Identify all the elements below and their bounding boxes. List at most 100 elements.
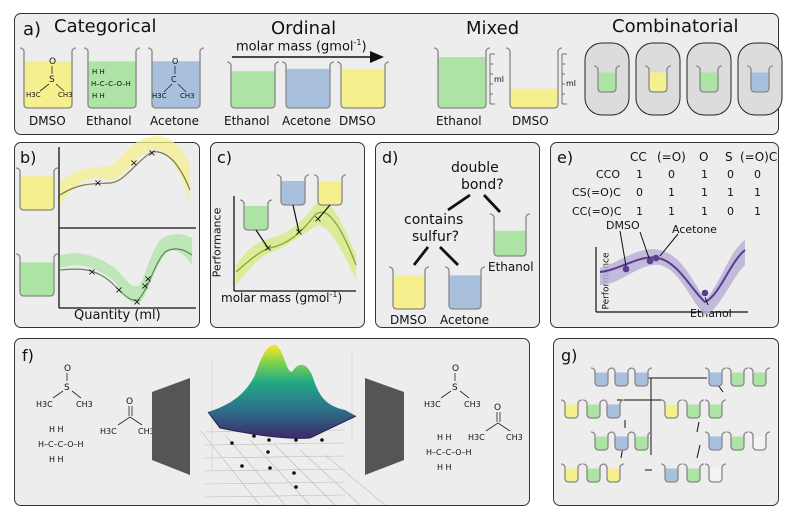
gp-band-c bbox=[236, 200, 356, 285]
fp-cell: 1 bbox=[754, 186, 761, 199]
atom: CH3 bbox=[138, 427, 155, 436]
ordinal-title: Ordinal bbox=[271, 18, 337, 39]
beaker-glass bbox=[630, 431, 653, 451]
connector bbox=[317, 204, 331, 220]
fp-cell: 0 bbox=[754, 168, 761, 181]
callout bbox=[639, 231, 650, 259]
beaker-glass bbox=[644, 65, 672, 93]
panel-c-xlabel: molar mass (gmol-1) bbox=[221, 290, 343, 305]
beaker-liquid bbox=[615, 436, 628, 450]
observation-marker: × bbox=[115, 285, 123, 296]
panel-e bbox=[550, 142, 779, 328]
beaker-liquid bbox=[598, 72, 616, 92]
graph-node-beaker bbox=[590, 367, 613, 387]
beaker-liquid bbox=[510, 88, 558, 108]
beaker-liquid bbox=[88, 61, 136, 108]
beaker-liquid bbox=[318, 181, 342, 205]
atom: S bbox=[64, 383, 70, 393]
observation-marker: × bbox=[314, 214, 322, 225]
beaker-glass bbox=[704, 431, 727, 451]
cat-beaker-label-1: DMSO bbox=[29, 114, 66, 128]
graph-edge bbox=[696, 421, 700, 433]
beaker-liquid bbox=[700, 72, 718, 92]
gp-band-e bbox=[600, 240, 745, 315]
panel-f-label: f) bbox=[22, 346, 34, 365]
grid-line bbox=[324, 454, 386, 506]
dmso-sulfur: S bbox=[49, 75, 55, 85]
observation-point bbox=[646, 257, 654, 265]
atom: O bbox=[452, 364, 459, 374]
graph-node-beaker bbox=[726, 431, 749, 451]
tree-edge bbox=[412, 246, 430, 266]
encoder-block bbox=[152, 378, 190, 475]
beaker-glass bbox=[748, 431, 771, 451]
graph-node-beaker bbox=[610, 431, 633, 451]
atom: H3C bbox=[424, 400, 441, 409]
beaker-glass bbox=[560, 463, 583, 483]
grid-line bbox=[204, 442, 346, 446]
beaker-glass bbox=[695, 65, 723, 93]
graph-node-beaker bbox=[590, 431, 613, 451]
graph-node-beaker bbox=[560, 463, 583, 483]
graph-node-beaker bbox=[630, 367, 653, 387]
bond bbox=[163, 83, 173, 93]
panel-b-xlabel: Quantity (ml) bbox=[74, 308, 161, 323]
cat-beaker-label-3: Acetone bbox=[150, 114, 200, 128]
beaker-glass bbox=[582, 463, 605, 483]
observation-marker: × bbox=[130, 158, 138, 169]
mixed-unit-1: ml bbox=[494, 75, 505, 84]
beaker-liquid bbox=[615, 372, 628, 386]
fp-cell: 1 bbox=[701, 168, 708, 181]
panel-e-point-ethanol: Ethanol bbox=[690, 307, 732, 320]
beaker-liquid bbox=[607, 404, 620, 418]
beaker-liquid bbox=[753, 372, 766, 386]
beaker-ethanol-mixed bbox=[433, 47, 495, 109]
observation-point bbox=[622, 265, 630, 273]
acetone-carbon: C bbox=[171, 75, 177, 84]
beaker-glass bbox=[226, 61, 280, 109]
atom: H3C bbox=[100, 427, 117, 436]
fp-cell: 1 bbox=[701, 205, 708, 218]
fp-row-name-1: CCO bbox=[596, 168, 621, 181]
atom: S bbox=[452, 383, 458, 393]
latent-surface bbox=[208, 344, 356, 439]
fp-row-name-2: CS(=O)C bbox=[572, 186, 621, 199]
observation-marker: × bbox=[94, 178, 102, 189]
latent-point bbox=[292, 471, 296, 475]
beaker-b-top bbox=[15, 167, 59, 211]
bond bbox=[485, 422, 499, 432]
grid-line bbox=[204, 455, 346, 459]
acetone-methyl-2: CH3 bbox=[180, 92, 195, 100]
beaker-liquid bbox=[709, 436, 722, 450]
atom: H–C–C–O–H bbox=[38, 440, 84, 449]
ordinal-arrow-head bbox=[370, 51, 384, 63]
beaker-ethanol-ordinal bbox=[226, 61, 280, 109]
connector bbox=[255, 229, 269, 249]
latent-grid bbox=[199, 429, 386, 506]
latent-point bbox=[266, 450, 270, 454]
grid-line bbox=[204, 468, 346, 472]
atom: H–C–C–O–H bbox=[426, 448, 472, 457]
cat-beaker-label-2: Ethanol bbox=[86, 114, 132, 128]
beaker-liquid bbox=[244, 206, 268, 230]
f-left-ethanol-molecule: H HH–C–C–O–HH H bbox=[38, 425, 84, 464]
observation-marker: × bbox=[264, 243, 272, 254]
gp-band-green bbox=[60, 234, 192, 304]
atom: H H bbox=[437, 433, 452, 442]
bond bbox=[459, 390, 470, 399]
atom: CH3 bbox=[464, 400, 481, 409]
beaker-glass bbox=[660, 463, 683, 483]
beaker-liquid bbox=[494, 230, 526, 256]
graph-node-beaker bbox=[726, 367, 749, 387]
graph-node-beaker bbox=[660, 463, 683, 483]
atom: CH3 bbox=[76, 400, 93, 409]
beaker-liquid bbox=[709, 372, 722, 386]
combinatorial-beaker bbox=[746, 65, 774, 93]
f-right-ethanol-molecule: H HH–C–C–O–HH H bbox=[426, 433, 472, 472]
beaker-glass bbox=[489, 213, 531, 257]
beaker-liquid bbox=[665, 468, 678, 482]
observation-marker: × bbox=[88, 267, 96, 278]
question-sulfur-1: contains bbox=[404, 212, 464, 228]
beaker-liquid bbox=[587, 404, 600, 418]
tree-leaf-ethanol: Ethanol bbox=[488, 260, 534, 274]
